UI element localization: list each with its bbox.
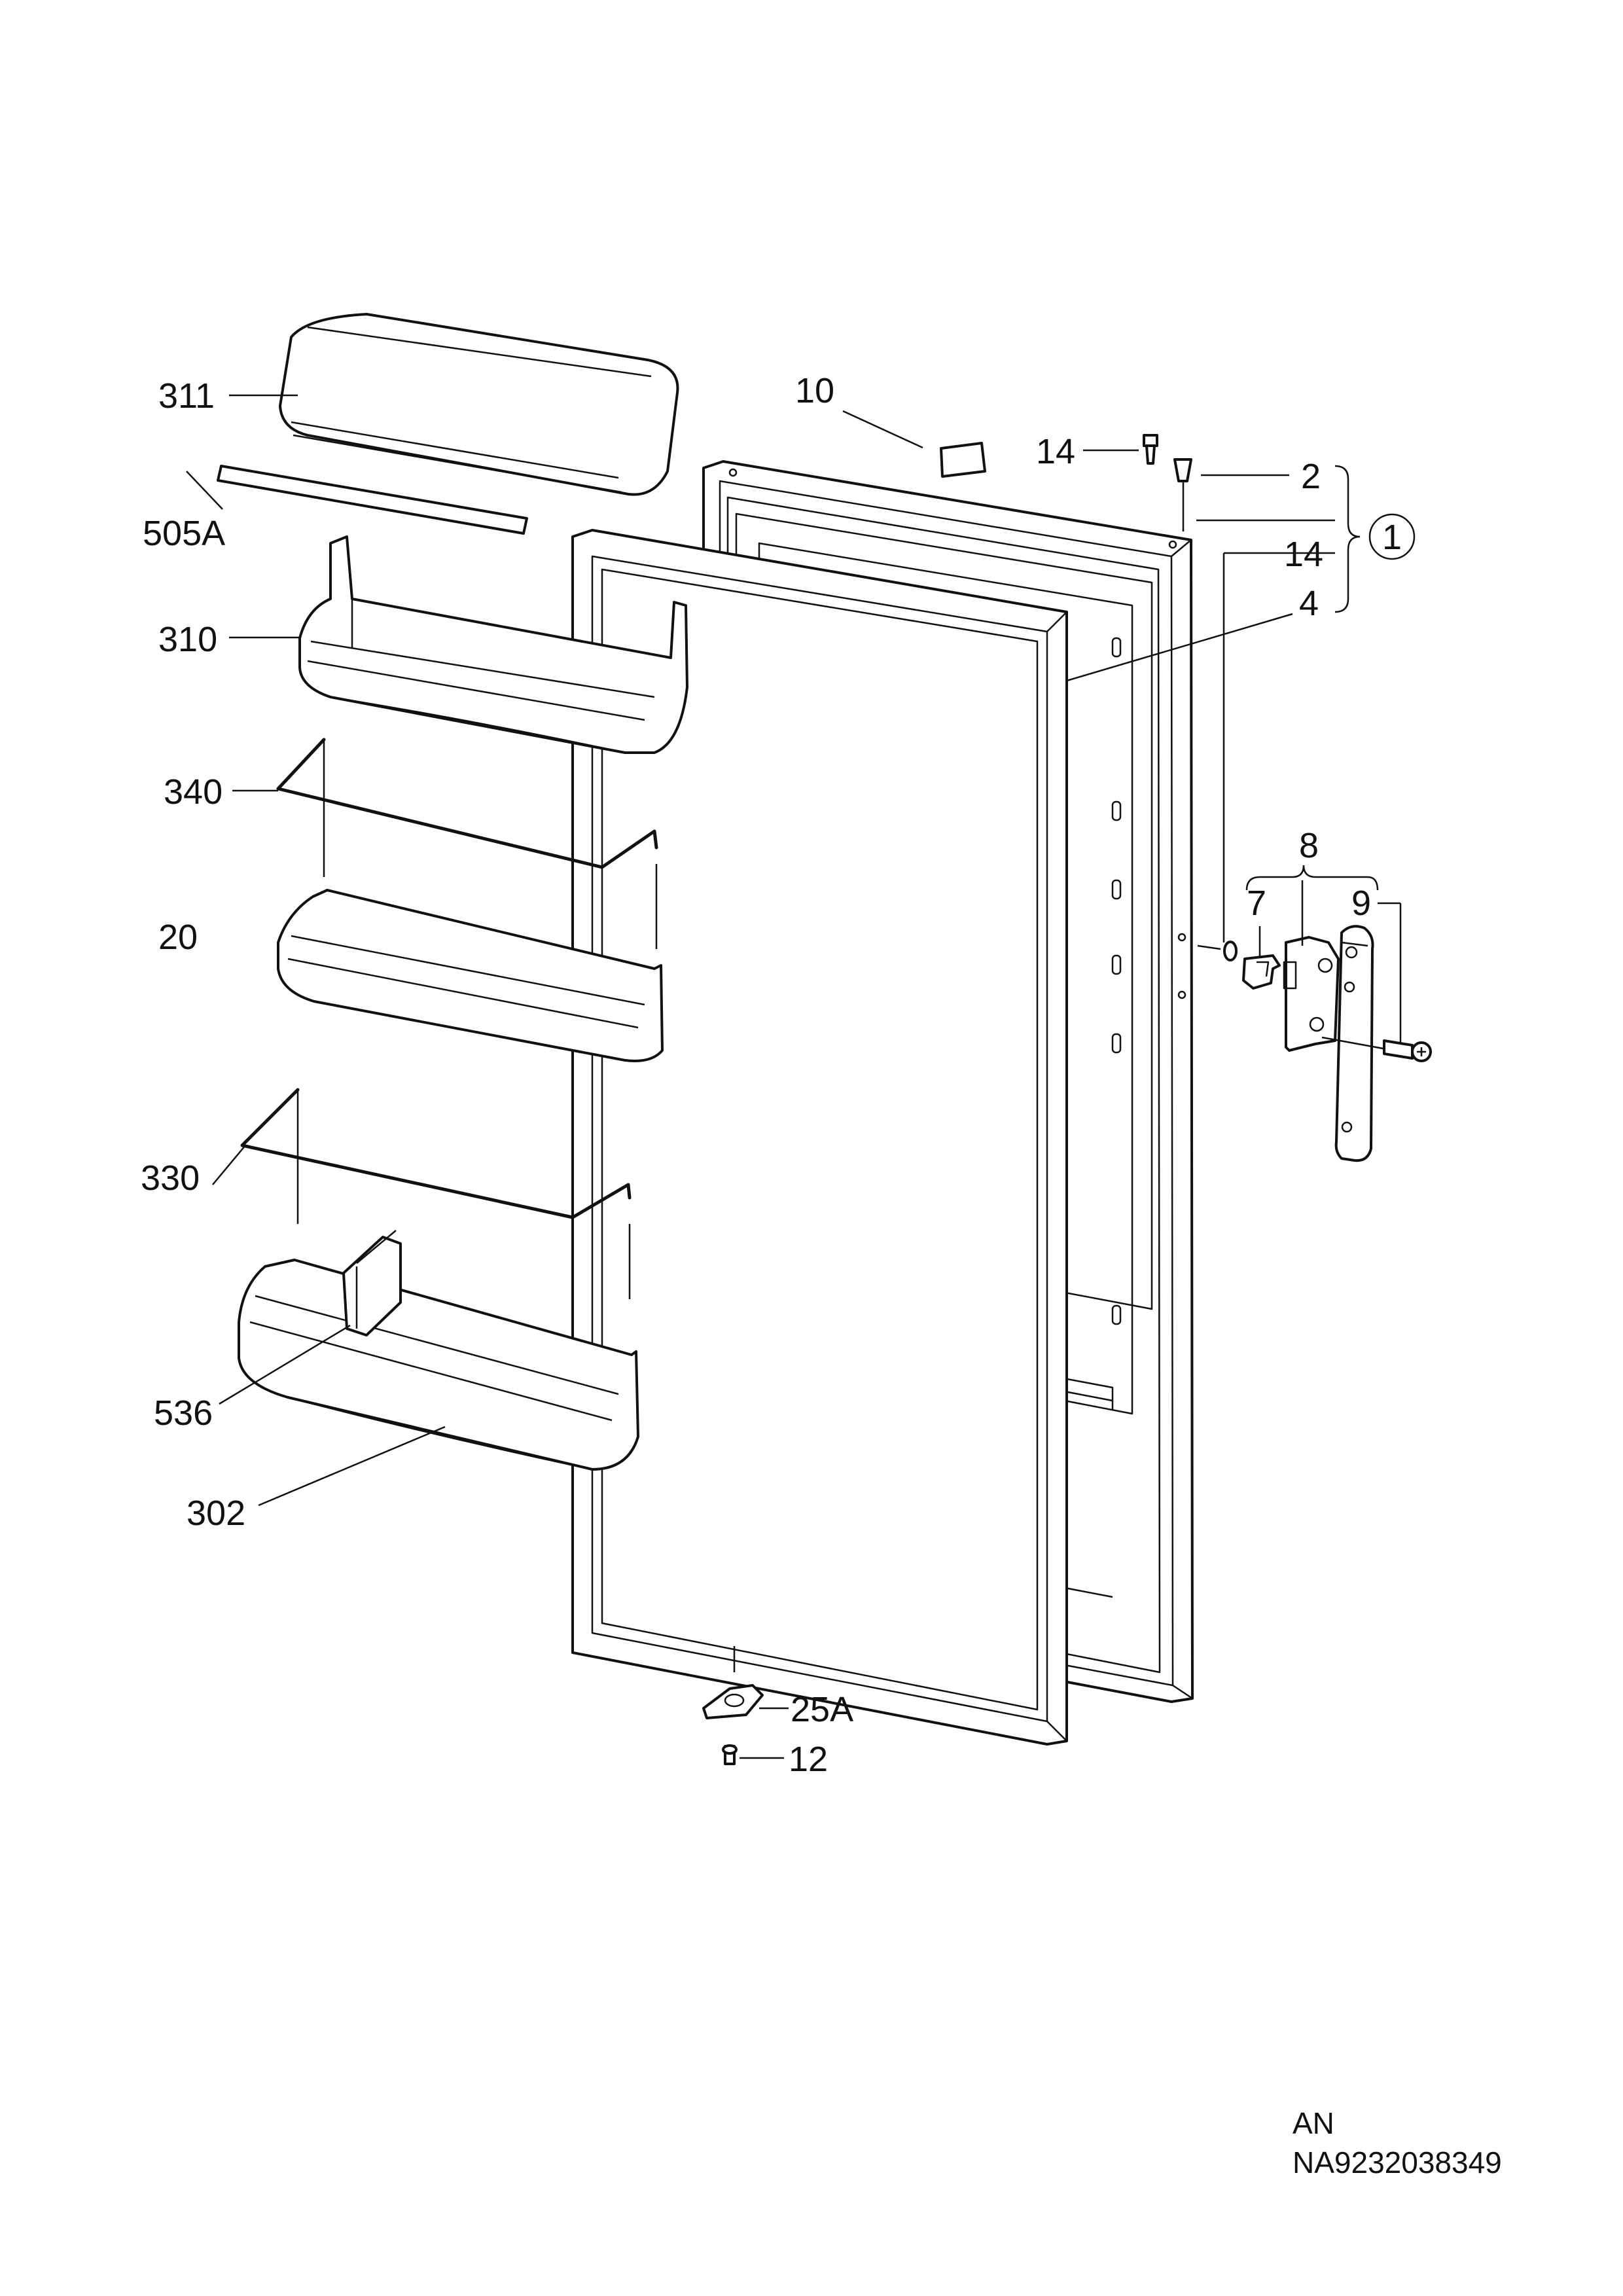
wire-guard-330: [240, 1088, 632, 1299]
label-25a: 25A: [791, 1690, 853, 1729]
label-311: 311: [158, 376, 215, 416]
hinge-pin-top: [1143, 434, 1158, 465]
label-12: 12: [789, 1740, 828, 1779]
part-10-block: [940, 442, 986, 478]
wire-guard-340: [276, 738, 658, 949]
brace-part-8: [1245, 865, 1379, 891]
bottle-shelf-302: [238, 1259, 639, 1471]
label-330: 330: [141, 1158, 200, 1198]
hinge-plate-part-25a: [702, 1646, 764, 1719]
label-310: 310: [158, 620, 217, 659]
handle-screw: [1321, 1036, 1432, 1062]
hinge-bracket-part-8: [1283, 936, 1340, 1052]
door-shelf-20: [277, 889, 664, 1062]
label-14-top: 14: [1036, 432, 1075, 471]
footer-code-line-1: AN: [1293, 2106, 1334, 2140]
screw-part-14-side: [1197, 941, 1238, 961]
bottle-holder-536: [342, 1230, 402, 1336]
bushing-part-2: [1173, 458, 1192, 531]
label-2: 2: [1301, 457, 1321, 496]
clip-part-7: [1242, 954, 1281, 990]
label-1: 1: [1382, 518, 1402, 557]
leader-lines: [186, 394, 1402, 1759]
footer-code-line-2: NA9232038349: [1293, 2145, 1502, 2179]
brace-group-1: [1334, 465, 1361, 613]
label-9: 9: [1351, 884, 1371, 923]
callout-circle-1: [1368, 513, 1416, 560]
label-7: 7: [1247, 884, 1266, 923]
label-14-side: 14: [1284, 535, 1323, 574]
door-gasket: [571, 529, 1068, 1746]
label-505a: 505A: [143, 514, 225, 553]
label-8: 8: [1299, 826, 1319, 865]
label-536: 536: [154, 1393, 213, 1433]
dairy-cover: [279, 313, 679, 496]
label-340: 340: [164, 772, 223, 812]
screw-part-12: [722, 1744, 738, 1765]
door-shelf-310: [298, 535, 688, 754]
label-302: 302: [187, 1494, 245, 1533]
label-4: 4: [1299, 584, 1319, 623]
label-10: 10: [795, 371, 834, 410]
rod-505a: [217, 465, 528, 535]
label-20: 20: [158, 918, 198, 957]
